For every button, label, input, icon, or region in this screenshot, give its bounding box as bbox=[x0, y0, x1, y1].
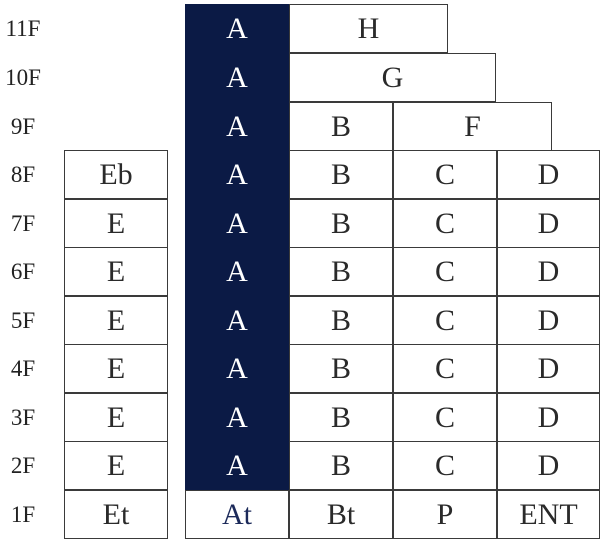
unit-cell-c: C bbox=[393, 393, 497, 442]
floor-label: 1F bbox=[10, 501, 36, 527]
unit-cell-a: A bbox=[185, 441, 289, 490]
unit-cell-a: A bbox=[185, 53, 289, 102]
unit-cell-e: E bbox=[64, 247, 168, 296]
unit-cell-d: D bbox=[497, 344, 600, 393]
unit-cell-d: D bbox=[497, 296, 600, 345]
unit-cell-b: B bbox=[289, 393, 393, 442]
unit-cell-e: E bbox=[64, 393, 168, 442]
unit-cell-c: C bbox=[393, 150, 497, 199]
unit-cell-a: A bbox=[185, 150, 289, 199]
unit-cell-f: F bbox=[393, 102, 552, 151]
floor-label: 10F bbox=[5, 64, 41, 90]
unit-cell-b: B bbox=[289, 150, 393, 199]
unit-cell-c: C bbox=[393, 441, 497, 490]
unit-cell-d: D bbox=[497, 393, 600, 442]
unit-cell-c: C bbox=[393, 247, 497, 296]
unit-cell-ent: ENT bbox=[497, 490, 600, 539]
unit-cell-bt: Bt bbox=[289, 490, 393, 539]
floor-label: 3F bbox=[10, 404, 36, 430]
unit-cell-a: A bbox=[185, 393, 289, 442]
unit-cell-c: C bbox=[393, 344, 497, 393]
unit-cell-b: B bbox=[289, 296, 393, 345]
unit-cell-h: H bbox=[289, 4, 448, 53]
unit-cell-d: D bbox=[497, 150, 600, 199]
unit-cell-e: E bbox=[64, 296, 168, 345]
unit-cell-c: C bbox=[393, 296, 497, 345]
floor-label: 4F bbox=[10, 355, 36, 381]
unit-cell-d: D bbox=[497, 247, 600, 296]
unit-cell-d: D bbox=[497, 441, 600, 490]
floor-label: 5F bbox=[10, 307, 36, 333]
unit-cell-et: Et bbox=[64, 490, 168, 539]
unit-cell-b: B bbox=[289, 441, 393, 490]
floor-label: 2F bbox=[10, 452, 36, 478]
unit-cell-b: B bbox=[289, 199, 393, 248]
floor-label: 11F bbox=[5, 15, 41, 41]
unit-cell-b: B bbox=[289, 102, 393, 151]
unit-cell-a: A bbox=[185, 199, 289, 248]
unit-cell-b: B bbox=[289, 247, 393, 296]
unit-cell-p: P bbox=[393, 490, 497, 539]
unit-cell-c: C bbox=[393, 199, 497, 248]
floor-label: 8F bbox=[10, 161, 36, 187]
unit-cell-a: A bbox=[185, 296, 289, 345]
unit-cell-b: B bbox=[289, 344, 393, 393]
unit-cell-d: D bbox=[497, 199, 600, 248]
unit-cell-a: A bbox=[185, 102, 289, 151]
unit-cell-a: A bbox=[185, 344, 289, 393]
unit-cell-e: E bbox=[64, 344, 168, 393]
floor-label: 7F bbox=[10, 210, 36, 236]
unit-cell-at: At bbox=[185, 490, 289, 539]
unit-cell-e: E bbox=[64, 199, 168, 248]
unit-cell-a: A bbox=[185, 247, 289, 296]
floor-label: 9F bbox=[10, 113, 36, 139]
unit-cell-e: E bbox=[64, 441, 168, 490]
floor-label: 6F bbox=[10, 258, 36, 284]
unit-cell-eb: Eb bbox=[64, 150, 168, 199]
unit-cell-a: A bbox=[185, 4, 289, 53]
unit-cell-g: G bbox=[289, 53, 496, 102]
